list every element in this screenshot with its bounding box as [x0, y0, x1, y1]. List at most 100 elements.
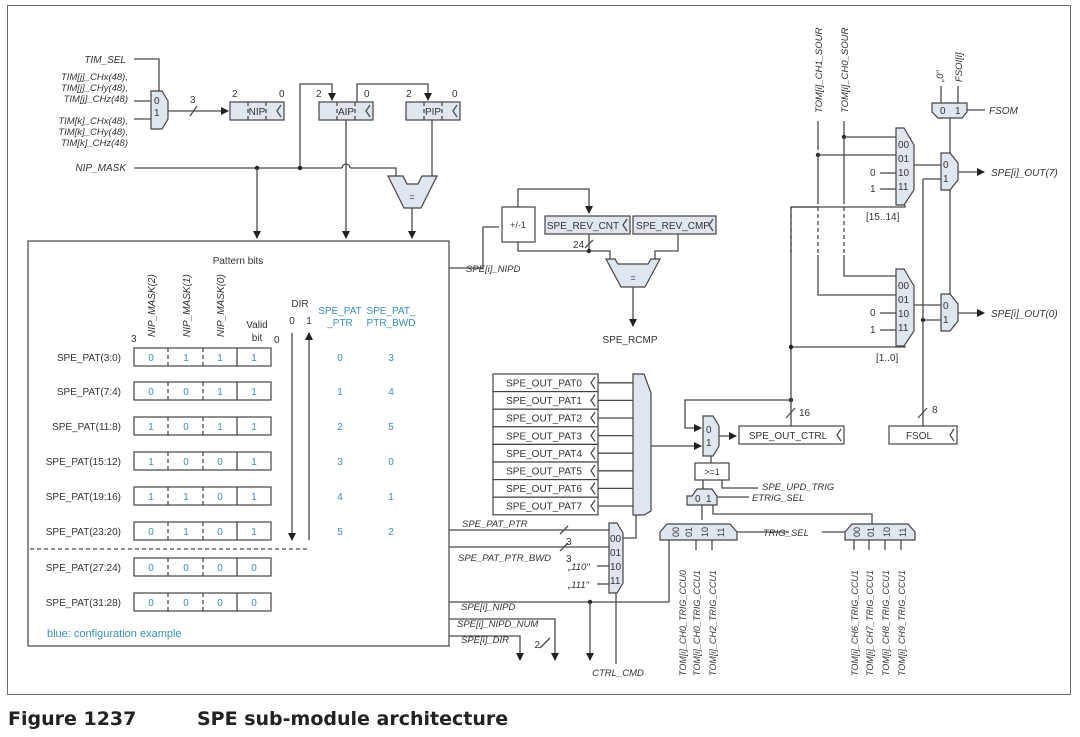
- or-gate-label: >=1: [704, 467, 720, 477]
- out-pattern-label: SPE_OUT_PAT6: [506, 484, 582, 495]
- pattern-bit: 0: [148, 387, 154, 398]
- ptr-header-1: SPE_PAT: [318, 306, 362, 317]
- pattern-row-name: SPE_PAT(27:24): [46, 563, 121, 574]
- spe-rev-cmp-label: SPE_REV_CMP: [636, 221, 710, 232]
- mux-select-code: 01: [684, 527, 694, 537]
- pattern-bit: 1: [183, 527, 189, 538]
- trigger-input-label: TOM[i]_CH0_TRIG_CCU1: [692, 570, 702, 676]
- col-header-nip-mask-2: NIP_MASK(2): [147, 274, 158, 337]
- tim-k-label: TIM[k]_CHy(48),: [58, 127, 128, 138]
- spe-nipd-num-label: SPE[i]_NIPD_NUM: [457, 619, 538, 630]
- pattern-bit: 1: [217, 422, 223, 433]
- pattern-bit: 1: [251, 387, 257, 398]
- pattern-bit: 1: [148, 457, 154, 468]
- nipd-num-width: 2: [534, 640, 540, 651]
- pattern-equal-comparator: [387, 175, 438, 209]
- spe-rev-cnt-label: SPE_REV_CNT: [547, 221, 619, 232]
- out-ctrl-mux-1: 1: [706, 438, 712, 449]
- pattern-row-name: SPE_PAT(31:28): [46, 598, 121, 609]
- incdec-label: +/-1: [510, 220, 526, 230]
- col-header-nip-mask-1: NIP_MASK(1): [182, 274, 193, 337]
- pattern-bit: 1: [183, 353, 189, 364]
- pip-register-label: PIP: [425, 107, 441, 118]
- pattern-ptr-bwd-value: 4: [388, 387, 394, 398]
- pattern-ptr-value: 4: [337, 492, 343, 503]
- spe-pat-ptr-bwd-label: SPE_PAT_PTR_BWD: [458, 553, 551, 564]
- mux-select-code: 10: [610, 562, 622, 573]
- pattern-bit: 0: [251, 563, 257, 574]
- trigger-input-label: TOM[i]_CH7_TRIG_CCU1: [865, 570, 875, 676]
- fsom-mux: [931, 102, 968, 119]
- spe-upd-trig-label: SPE_UPD_TRIG: [762, 482, 834, 493]
- pattern-bit: 1: [148, 422, 154, 433]
- out0-mux-1: 1: [943, 315, 949, 326]
- pattern-ptr-bwd-value: 1: [388, 492, 394, 503]
- spe-architecture-diagram: TIM_SEL TIM[j]_CHx(48), TIM[j]_CHy(48), …: [27, 28, 1058, 679]
- pattern-ptr-bwd-value: 2: [388, 527, 394, 538]
- pattern-ptr-value: 0: [337, 353, 343, 364]
- pattern-bit: 0: [251, 598, 257, 609]
- pattern-bit: 1: [183, 492, 189, 503]
- pattern-ptr-bwd-value: 5: [388, 422, 394, 433]
- mux-select-code: 01: [610, 548, 622, 559]
- pattern-bits-box: [27, 240, 450, 647]
- cell-divider: [167, 452, 204, 470]
- dir-label: DIR: [291, 299, 308, 310]
- aip-msb: 2: [316, 89, 322, 100]
- pattern-ptr-value: 1: [337, 387, 343, 398]
- fsol-label: FSOL: [906, 431, 933, 442]
- mux-select-code: 11: [610, 576, 621, 587]
- pattern-bit: 0: [217, 527, 223, 538]
- nip-lsb: 0: [279, 89, 285, 100]
- out7-label: SPE[i]_OUT(7): [991, 168, 1058, 179]
- nip-mask-label: NIP_MASK: [75, 163, 127, 174]
- rev-cnt-width: 24: [573, 240, 585, 251]
- const-1-lo: 1: [870, 325, 876, 336]
- or-gate: [694, 462, 730, 481]
- trig-sel-label: TRIG_SEL: [763, 528, 809, 539]
- spe-pat-ptr-label: SPE_PAT_PTR: [462, 519, 528, 530]
- rev-comparator-eq-label: =: [630, 273, 635, 283]
- cell-divider: [167, 487, 204, 505]
- nip-register: [229, 101, 285, 121]
- pattern-bit: 0: [183, 598, 189, 609]
- cell-divider: [167, 593, 204, 611]
- pattern-bit: 0: [183, 457, 189, 468]
- mux-input-0: 0: [154, 96, 160, 107]
- ptr-width-2: 3: [566, 554, 572, 565]
- nip-msb: 2: [232, 89, 238, 100]
- out0-label: SPE[i]_OUT(0): [991, 309, 1058, 320]
- cell-divider: [167, 558, 204, 576]
- tim-k-label: TIM[k]_CHz(48): [61, 138, 128, 149]
- ptr-bwd-header-2: PTR_BWD: [367, 318, 416, 329]
- spe-rcmp-label: SPE_RCMP: [602, 335, 657, 346]
- spe-nipd-label: SPE[i]_NIPD: [466, 264, 521, 275]
- pointer-select-mux: [608, 522, 624, 594]
- pattern-bit: 1: [251, 457, 257, 468]
- spe-rev-cmp-register: [632, 215, 717, 235]
- out7-select-mux: [895, 127, 915, 206]
- mux-select-code: 00: [671, 527, 681, 537]
- col-header-nip-mask-0: NIP_MASK(0): [216, 274, 227, 337]
- bit-lsb-label: 0: [274, 335, 280, 346]
- pattern-bit: 1: [217, 387, 223, 398]
- const-110-label: „110": [567, 562, 590, 573]
- pattern-ptr-bwd-value: 0: [388, 457, 394, 468]
- ctrl-cmd-label: CTRL_CMD: [592, 668, 644, 679]
- pattern-bit: 1: [251, 422, 257, 433]
- config-legend: blue: configuration example: [47, 628, 182, 640]
- diagram-frame: [7, 5, 1071, 695]
- tim-j-label: TIM[j]_CHy(48),: [61, 83, 128, 94]
- out-pattern-register: SPE_OUT_PAT1: [492, 391, 633, 410]
- pattern-bits-title: Pattern bits: [213, 256, 264, 267]
- tim-sel-label: TIM_SEL: [84, 55, 126, 66]
- spe-nipd-bottom-label: SPE[i]_NIPD: [461, 602, 516, 613]
- aip-lsb: 0: [364, 89, 370, 100]
- out-ctrl-mux: [702, 415, 720, 457]
